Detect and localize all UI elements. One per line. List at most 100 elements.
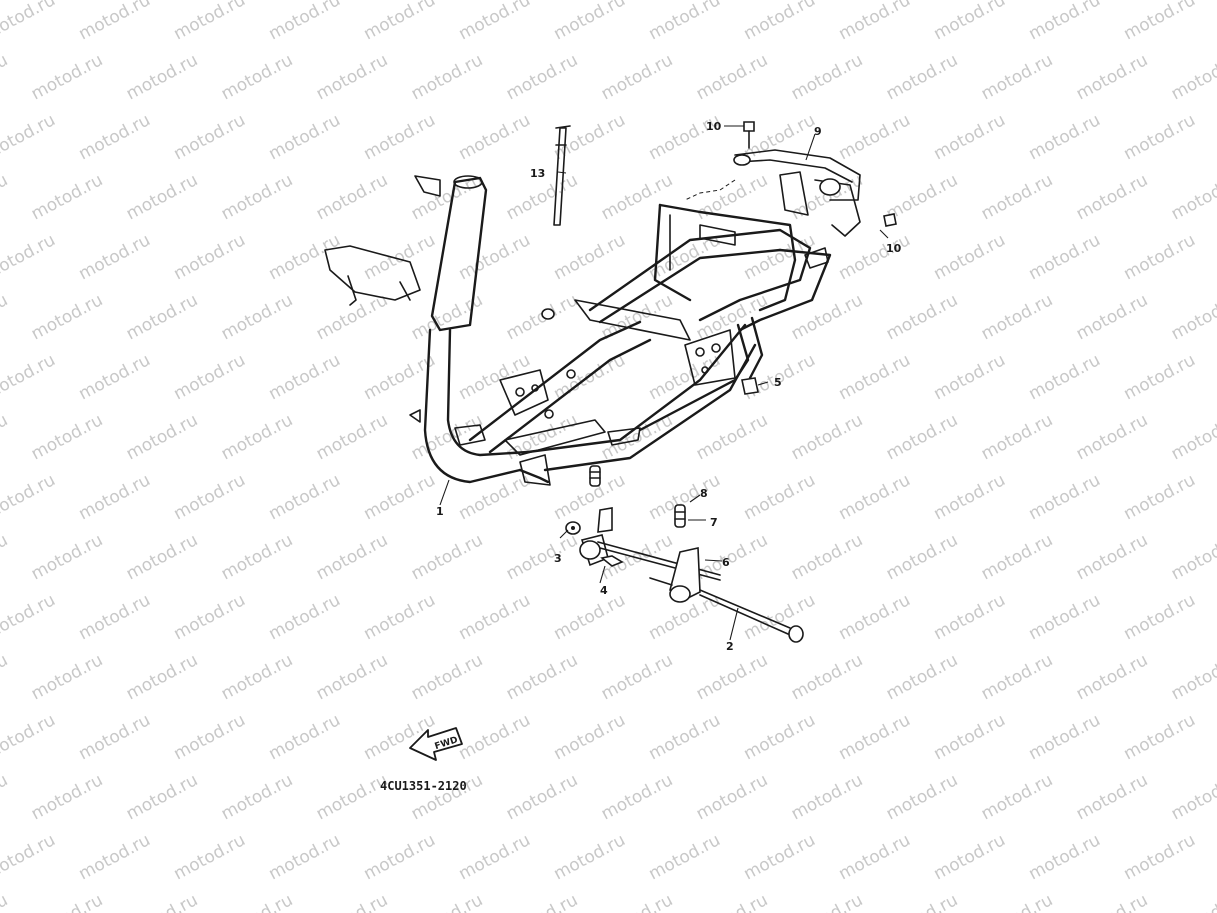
leader-lines xyxy=(439,125,889,641)
watermark-text: motod.ru xyxy=(1025,350,1103,404)
watermark-text: motod.ru xyxy=(740,0,818,44)
watermark-text: motod.ru xyxy=(455,0,533,44)
watermark-text: motod.ru xyxy=(0,170,11,224)
watermark-text: motod.ru xyxy=(883,650,961,704)
watermark-text: motod.ru xyxy=(170,710,248,764)
watermark-text: motod.ru xyxy=(75,830,153,884)
watermark-text: motod.ru xyxy=(693,50,771,104)
watermark-text: motod.ru xyxy=(978,170,1056,224)
watermark-text: motod.ru xyxy=(740,710,818,764)
watermark-text: motod.ru xyxy=(265,110,343,164)
watermark-text: motod.ru xyxy=(1168,770,1217,824)
watermark-text: motod.ru xyxy=(503,770,581,824)
part-13-rod xyxy=(553,125,571,226)
watermark-text: motod.ru xyxy=(978,530,1056,584)
watermark-text: motod.ru xyxy=(123,890,201,913)
watermark-text: motod.ru xyxy=(835,110,913,164)
watermark-text: motod.ru xyxy=(0,530,11,584)
watermark-text: motod.ru xyxy=(360,470,438,524)
watermark-text: motod.ru xyxy=(28,890,106,913)
watermark-text: motod.ru xyxy=(883,410,961,464)
watermark-text: motod.ru xyxy=(360,590,438,644)
watermark-text: motod.ru xyxy=(218,170,296,224)
watermark-text: motod.ru xyxy=(75,590,153,644)
watermark-text: motod.ru xyxy=(978,890,1056,913)
watermark-text: motod.ru xyxy=(360,830,438,884)
watermark-text: motod.ru xyxy=(313,50,391,104)
watermark-text: motod.ru xyxy=(265,830,343,884)
watermark-text: motod.ru xyxy=(788,50,866,104)
watermark-text: motod.ru xyxy=(740,830,818,884)
watermark-text: motod.ru xyxy=(1120,230,1198,284)
callout-4: 4 xyxy=(600,584,608,597)
watermark-text: motod.ru xyxy=(693,410,771,464)
watermark-text: motod.ru xyxy=(0,110,59,164)
watermark-text: motod.ru xyxy=(550,830,628,884)
watermark-text: motod.ru xyxy=(1025,0,1103,44)
watermark-text: motod.ru xyxy=(170,470,248,524)
watermark-text: motod.ru xyxy=(550,590,628,644)
watermark-text: motod.ru xyxy=(788,770,866,824)
watermark-text: motod.ru xyxy=(28,50,106,104)
watermark-text: motod.ru xyxy=(0,50,11,104)
watermark-text: motod.ru xyxy=(930,110,1008,164)
watermark-text: motod.ru xyxy=(835,0,913,44)
watermark-text: motod.ru xyxy=(218,890,296,913)
watermark-text: motod.ru xyxy=(360,230,438,284)
watermark-text: motod.ru xyxy=(598,170,676,224)
watermark-text: motod.ru xyxy=(28,290,106,344)
watermark-text: motod.ru xyxy=(1073,770,1151,824)
watermark-text: motod.ru xyxy=(408,50,486,104)
callout-13: 13 xyxy=(530,167,545,180)
watermark-text: motod.ru xyxy=(455,110,533,164)
watermark-text: motod.ru xyxy=(645,350,723,404)
watermark-text: motod.ru xyxy=(693,770,771,824)
watermark-text: motod.ru xyxy=(0,650,11,704)
watermark-text: motod.ru xyxy=(170,830,248,884)
watermark-text: motod.ru xyxy=(1073,50,1151,104)
callout-9: 9 xyxy=(814,125,822,138)
callout-8: 8 xyxy=(700,487,708,500)
watermark-text: motod.ru xyxy=(218,530,296,584)
watermark-text: motod.ru xyxy=(0,410,11,464)
watermark-text: motod.ru xyxy=(313,170,391,224)
watermark-text: motod.ru xyxy=(265,590,343,644)
watermark-text: motod.ru xyxy=(313,890,391,913)
watermark-text: motod.ru xyxy=(1120,830,1198,884)
watermark-text: motod.ru xyxy=(930,0,1008,44)
watermark-text: motod.ru xyxy=(123,290,201,344)
callout-2: 2 xyxy=(726,640,734,653)
watermark-text: motod.ru xyxy=(265,710,343,764)
watermark-text: motod.ru xyxy=(503,290,581,344)
watermark-text: motod.ru xyxy=(75,350,153,404)
watermark-text: motod.ru xyxy=(645,710,723,764)
watermark-text: motod.ru xyxy=(740,470,818,524)
watermark-text: motod.ru xyxy=(0,230,59,284)
watermark-text: motod.ru xyxy=(0,470,59,524)
watermark-text: motod.ru xyxy=(835,830,913,884)
watermark-text: motod.ru xyxy=(1168,170,1217,224)
watermark-text: motod.ru xyxy=(0,890,11,913)
watermark-text: motod.ru xyxy=(170,350,248,404)
watermark-text: motod.ru xyxy=(598,650,676,704)
watermark-text: motod.ru xyxy=(265,0,343,44)
part-9-rear-bracket xyxy=(684,149,861,237)
watermark-text: motod.ru xyxy=(598,50,676,104)
watermark-text: motod.ru xyxy=(835,350,913,404)
watermark-text: motod.ru xyxy=(218,410,296,464)
watermark-text: motod.ru xyxy=(1168,530,1217,584)
watermark-text: motod.ru xyxy=(1025,710,1103,764)
watermark-text: motod.ru xyxy=(1120,710,1198,764)
watermark-text: motod.ru xyxy=(645,0,723,44)
watermark-text: motod.ru xyxy=(930,830,1008,884)
watermark-text: motod.ru xyxy=(75,710,153,764)
watermark-text: motod.ru xyxy=(1168,50,1217,104)
watermark-text: motod.ru xyxy=(645,830,723,884)
watermark-text: motod.ru xyxy=(123,170,201,224)
watermark-text: motod.ru xyxy=(75,110,153,164)
watermark-text: motod.ru xyxy=(455,590,533,644)
watermark-text: motod.ru xyxy=(1120,0,1198,44)
watermark-text: motod.ru xyxy=(550,110,628,164)
